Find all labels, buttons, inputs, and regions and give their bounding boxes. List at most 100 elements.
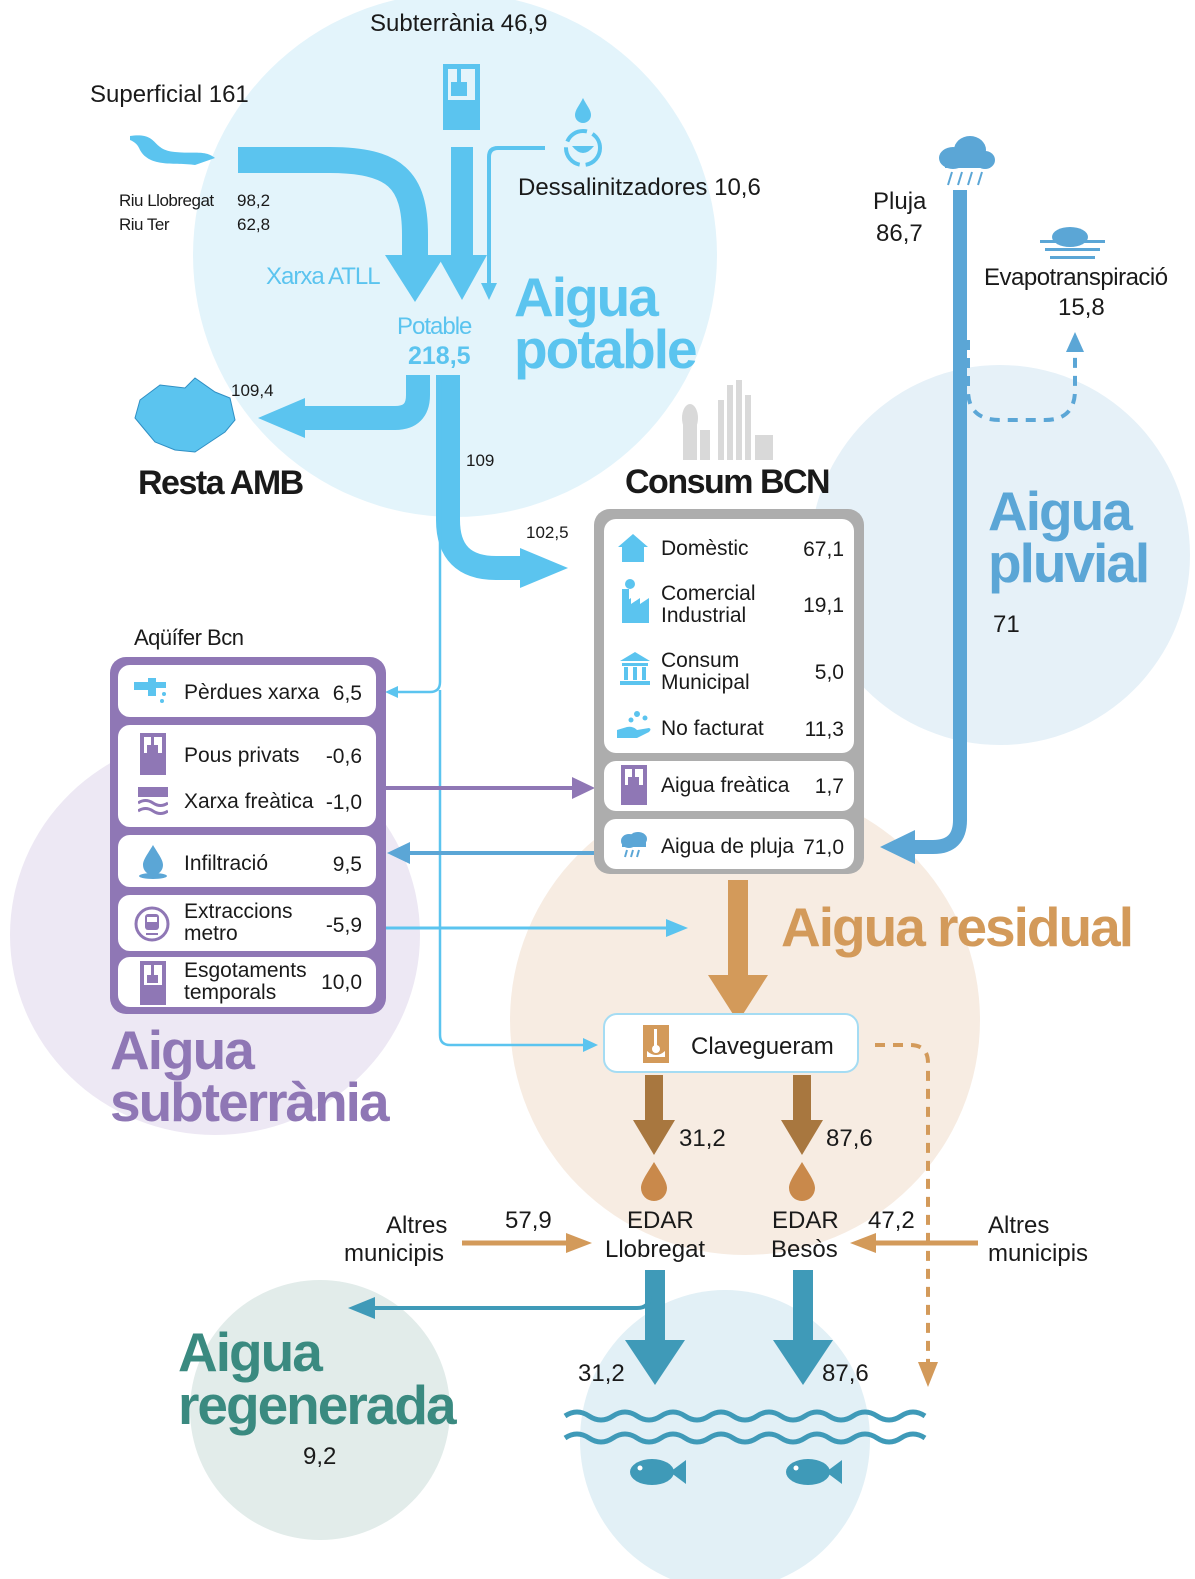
pluja-label: Pluja [873,188,927,215]
aquifer-metro-box: Extraccions metro -5,9 [118,895,376,951]
riu-llobregat-value: 98,2 [237,191,271,210]
pluvial-title-2: pluvial [988,532,1150,594]
river-icon [130,135,215,165]
infiltration-drop-icon [139,845,167,879]
clavegueram-box: Clavegueram [603,1013,859,1073]
altres-left-2: municipis [344,1240,445,1267]
altres-right-value: 47,2 [868,1207,915,1234]
row-aigua-pluja: Aigua de pluja 71,0 [604,832,854,864]
aquifer-title: Aqüífer Bcn [134,625,244,650]
altres-right-1: Altres [988,1212,1050,1239]
xarxa-atll-label: Xarxa ATLL [266,263,381,290]
resta-amb-flow [300,375,430,430]
altres-left-1: Altres [386,1212,448,1239]
desalination-icon [564,98,602,167]
riu-llobregat-label: Riu Llobregat [119,191,214,210]
regenerada-value: 9,2 [303,1443,337,1470]
potable-title-2: potable [514,318,698,380]
fish-icon-right [786,1459,842,1485]
pluvial-title-1: Aigua [988,480,1133,542]
evapotranspiracio-flow [966,340,1077,422]
rain-cloud-icon [939,136,995,186]
row-pous-privats: Pous privats -0,6 [118,733,376,775]
sea-waves [563,1409,927,1445]
resta-amb-label: Resta AMB [138,464,304,502]
regenerada-title-1: Aigua [178,1321,323,1383]
tap-leak-icon [134,678,166,703]
superficial-flow [238,147,428,258]
consum-uses-box: Domèstic 67,1 Comercial Industrial 19,1 … [604,519,854,753]
dessal-flow [487,146,545,285]
potable-title-1: Aigua [514,266,659,328]
potable-label: Potable [397,313,472,340]
consum-pluja-box: Aigua de pluja 71,0 [604,819,854,869]
altres-right-2: municipis [988,1240,1089,1267]
evapo-label: Evapotranspiració [984,264,1168,291]
row-aigua-freatica: Aigua freàtica 1,7 [604,765,854,805]
aquifer-perdues-box: Pèrdues xarxa 6,5 [118,665,376,717]
resta-amb-value: 109,4 [231,381,274,400]
besos-out-flow [793,1270,813,1345]
well-icon [443,64,480,130]
house-icon [618,534,648,562]
aquifer-infiltracio-box: Infiltració 9,5 [118,835,376,887]
to-llobregat-flow [633,1120,675,1155]
regenerada-flow [372,1294,652,1310]
pluja-value: 86,7 [876,220,923,247]
row-perdues: Pèrdues xarxa 6,5 [118,678,376,710]
dessalinitzadores-label: Dessalinitzadores 10,6 [518,174,761,201]
out-besos-value: 87,6 [822,1360,869,1387]
evapo-value: 15,8 [1058,294,1105,321]
regenerada-title-2: regenerada [178,1374,457,1436]
consum-flow [436,375,525,580]
fish-icon-left [630,1459,686,1485]
clavegueram-flow [438,690,585,1047]
subterrania-source-label: Subterrània 46,9 [370,10,548,37]
to-besos-flow [781,1120,823,1155]
row-xarxa-freatica: Xarxa freàtica -1,0 [118,787,376,819]
factory-icon [622,579,649,623]
residual-flow [728,880,748,980]
subterrania-title-2: subterrània [110,1071,390,1133]
hand-water-icon [617,711,651,738]
residual-title: Aigua residual [781,896,1134,958]
superficial-label: Superficial 161 [90,81,249,108]
water-table-icon [138,787,168,815]
evaporation-icon [1040,227,1105,259]
aquifer-pous-box: Pous privats -0,6 Xarxa freàtica -1,0 [118,725,376,827]
to-besos-value: 87,6 [826,1125,873,1152]
edar-llobregat-2: Llobregat [605,1236,706,1263]
riu-ter-value: 62,8 [237,215,271,234]
subterrania-title-1: Aigua [110,1019,255,1081]
consum-freatica-box: Aigua freàtica 1,7 [604,761,854,811]
runoff-value: 71 [993,611,1020,638]
llobregat-out-flow [645,1270,665,1345]
edar-besos-2: Besòs [771,1236,838,1263]
sewer-icon [643,1025,669,1063]
subterrania-flow [451,147,473,257]
perdues-flow [395,378,442,694]
row-no-facturat: No facturat 11,3 [604,711,854,746]
llobregat-drop-icon [641,1162,667,1201]
consum-in-value: 102,5 [526,523,569,542]
pluvial-circle [810,365,1190,745]
barcelona-skyline-icon [682,380,773,460]
aquifer-esgotaments-box: Esgotaments temporals 10,0 [118,957,376,1007]
altres-left-value: 57,9 [505,1207,552,1234]
row-esgotaments: Esgotaments temporals 10,0 [118,959,376,1007]
rain-small-icon [621,832,647,858]
town-hall-icon [620,652,650,685]
metro-train-icon [134,906,170,942]
row-comercial: Comercial Industrial 19,1 [604,579,854,631]
overflow-flow [875,1043,930,1365]
besos-drop-icon [789,1162,815,1201]
to-bcn-value: 109 [466,451,495,470]
row-infiltracio: Infiltració 9,5 [118,845,376,881]
riu-ter-label: Riu Ter [119,215,170,234]
potable-value: 218,5 [408,342,471,370]
consum-title: Consum BCN [625,463,831,501]
row-municipal: Consum Municipal 5,0 [604,649,854,698]
row-domestic: Domèstic 67,1 [604,534,854,566]
edar-llobregat-1: EDAR [627,1207,694,1234]
